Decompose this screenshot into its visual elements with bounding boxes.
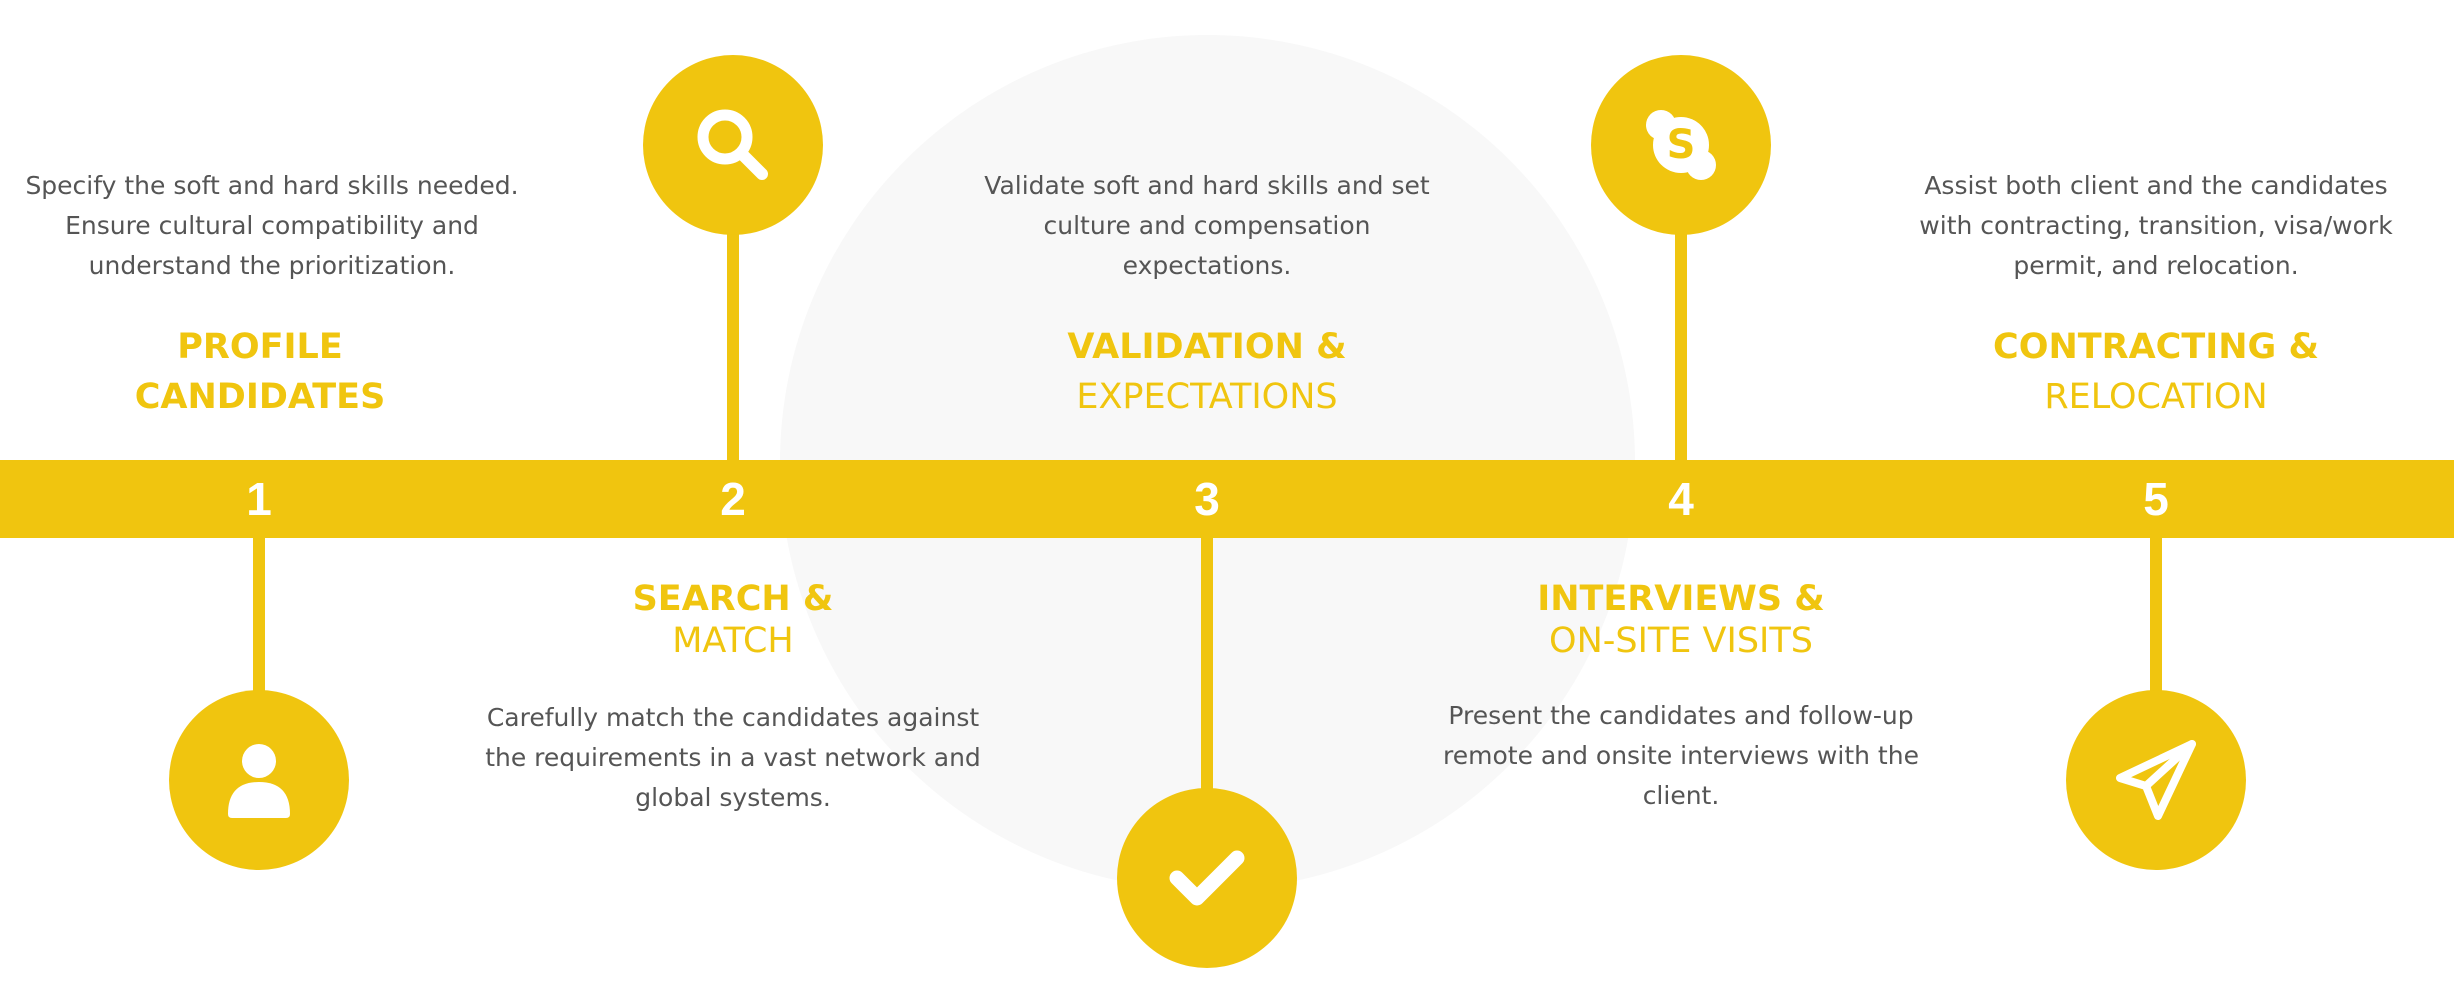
step-2-title-line1: SEARCH &	[632, 579, 834, 619]
step-4-icon-circle: S	[1591, 55, 1771, 235]
step-4-title: INTERVIEWS & ON-SITE VISITS	[1421, 578, 1941, 662]
check-icon	[1169, 850, 1245, 906]
step-5-icon-circle	[2066, 690, 2246, 870]
step-1-title: PROFILE CANDIDATES	[0, 322, 520, 422]
step-3-description: Validate soft and hard skills and set cu…	[984, 171, 1430, 280]
step-2-description: Carefully match the candidates against t…	[485, 703, 981, 812]
svg-text:S: S	[1667, 122, 1696, 168]
step-3-title-line2: EXPECTATIONS	[1076, 377, 1338, 417]
step-5-description: Assist both client and the candidates wi…	[1919, 171, 2393, 280]
step-3-number: 3	[1194, 473, 1220, 525]
step-1-icon-circle	[169, 690, 349, 870]
step-2-number: 2	[720, 473, 746, 525]
step-4-number: 4	[1668, 473, 1694, 525]
step-2-title: SEARCH & MATCH	[473, 578, 993, 662]
skype-icon: S	[1646, 110, 1716, 180]
step-1-title-line2: CANDIDATES	[134, 377, 386, 417]
step-1-connector	[253, 538, 265, 698]
step-2-icon-circle	[643, 55, 823, 235]
user-icon	[228, 744, 290, 818]
step-5-title: CONTRACTING & RELOCATION	[1896, 322, 2416, 422]
step-1-description: Specify the soft and hard skills needed.…	[25, 171, 519, 280]
step-1-title-line1: PROFILE	[177, 327, 343, 367]
paper-plane-icon	[2116, 740, 2196, 820]
step-3-connector	[1201, 538, 1213, 798]
step-4-description: Present the candidates and follow-up rem…	[1443, 701, 1919, 810]
step-5-title-line2: RELOCATION	[2044, 377, 2268, 417]
step-1-number: 1	[246, 473, 272, 525]
step-5-title-line1: CONTRACTING &	[1993, 327, 2319, 367]
step-4-connector	[1675, 230, 1687, 460]
step-3-title-line1: VALIDATION &	[1067, 327, 1347, 367]
step-4-title-line1: INTERVIEWS &	[1537, 579, 1825, 619]
step-4-title-line2: ON-SITE VISITS	[1549, 621, 1813, 661]
step-3-icon-circle	[1117, 788, 1297, 968]
step-2-connector	[727, 230, 739, 460]
step-3-title: VALIDATION & EXPECTATIONS	[947, 322, 1467, 422]
step-5-connector	[2150, 538, 2162, 698]
step-5-number: 5	[2143, 473, 2169, 525]
step-2-title-line2: MATCH	[672, 621, 794, 661]
timeline-band	[0, 460, 2454, 538]
search-icon	[697, 109, 768, 180]
